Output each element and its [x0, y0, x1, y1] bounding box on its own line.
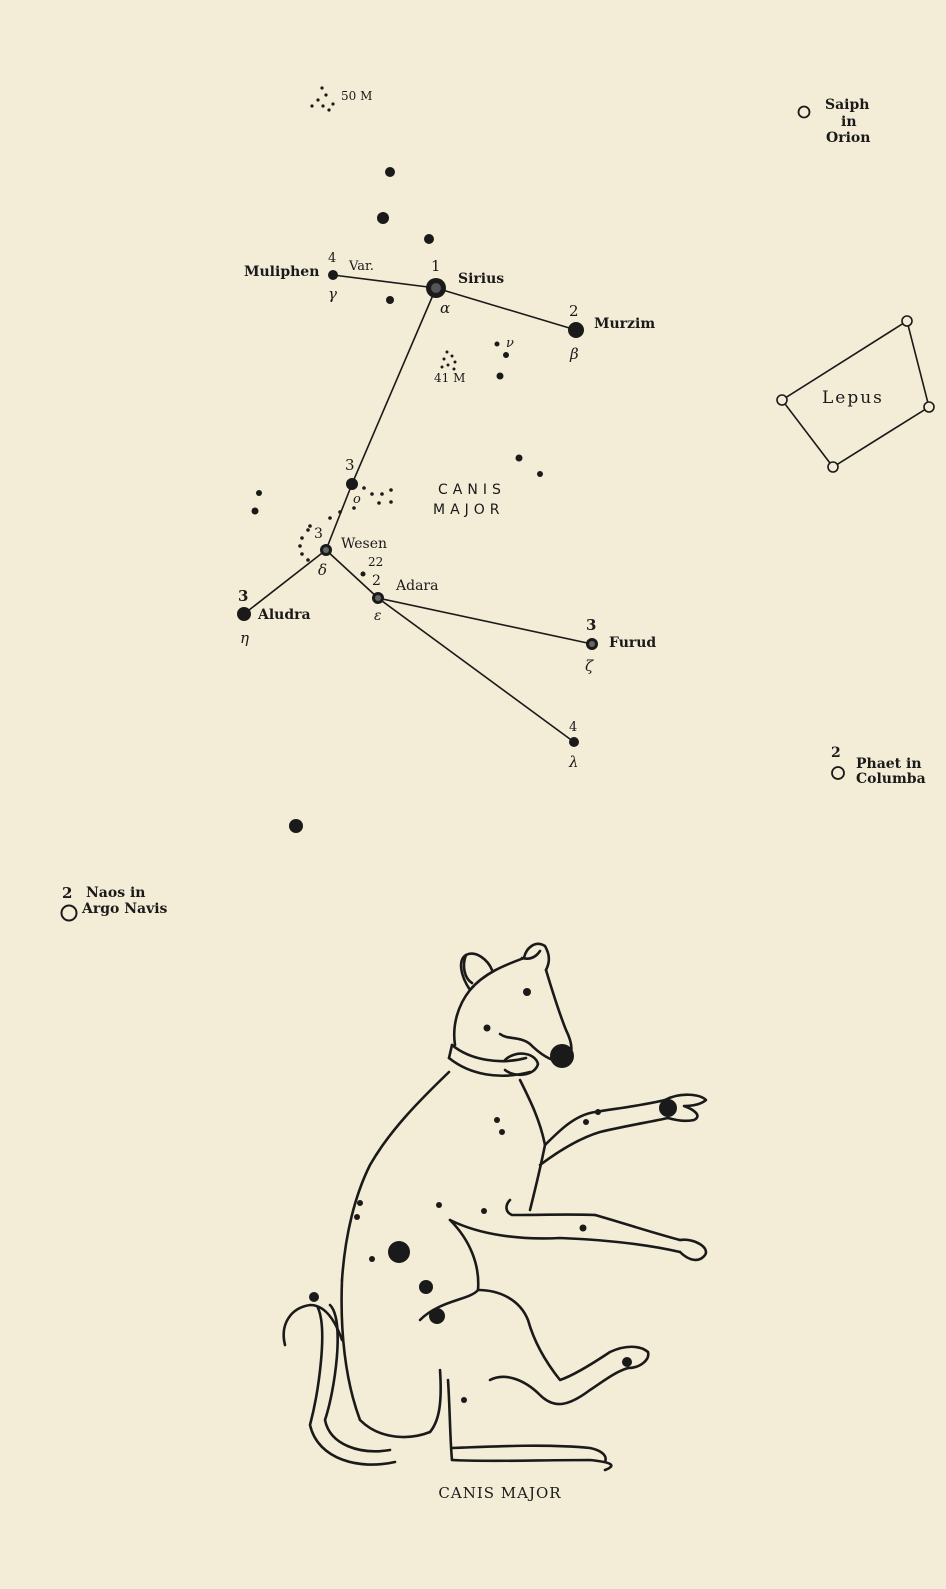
label-wesen: Wesen: [341, 536, 387, 552]
mag-phaet: 2: [831, 745, 841, 761]
label-sirius: Sirius: [458, 271, 504, 287]
greek-lambda: λ: [568, 753, 579, 771]
mag-furud: 3: [586, 616, 596, 634]
star-muliphen: [328, 270, 338, 280]
label-lepus: Lepus: [822, 388, 884, 408]
greek-muliphen: γ: [328, 285, 337, 303]
mag-omicron: 3: [345, 456, 355, 474]
label-naos-2: Argo Navis: [81, 901, 168, 917]
label-star-22: 22: [368, 555, 383, 569]
greek-sirius: α: [440, 299, 450, 317]
constellation-label-line2: MAJOR: [433, 502, 505, 518]
mag-adara: 2: [372, 573, 381, 589]
greek-nu: ν: [506, 336, 514, 351]
star-aludra: [237, 607, 251, 621]
cluster-m50: [310, 86, 335, 112]
mag-muliphen: 4: [328, 251, 336, 266]
caption: CANIS MAJOR: [438, 1484, 561, 1502]
label-var: Var.: [348, 259, 374, 274]
greek-adara: ε: [374, 608, 382, 624]
greek-furud: ζ: [585, 657, 594, 675]
field-stars: [251, 167, 543, 833]
star-naos: [60, 904, 78, 922]
label-muliphen: Muliphen: [244, 264, 319, 280]
label-saiph-3: Orion: [826, 130, 870, 146]
cluster-m41-label: 41 M: [434, 371, 465, 385]
label-saiph-1: Saiph: [825, 97, 869, 113]
mag-lambda: 4: [569, 720, 577, 735]
star-phaet: [831, 766, 845, 780]
dog-figure: [282, 942, 708, 1472]
label-saiph-2: in: [841, 114, 857, 130]
label-phaet-1: Phaet in: [856, 756, 922, 772]
label-naos-1: Naos in: [86, 885, 145, 901]
mag-aludra: 3: [238, 587, 248, 605]
constellation-lines: [243, 274, 593, 743]
label-adara: Adara: [395, 578, 438, 594]
star-lambda: [569, 737, 579, 747]
greek-wesen: δ: [318, 561, 327, 579]
named-stars: [237, 270, 598, 747]
mag-murzim: 2: [569, 302, 579, 320]
dotted-cluster-omicron: [298, 486, 393, 562]
greek-aludra: η: [240, 629, 249, 647]
label-aludra: Aludra: [257, 607, 311, 623]
greek-omicron: o: [353, 492, 361, 507]
cluster-m41: [440, 350, 457, 371]
mag-wesen: 3: [314, 526, 323, 542]
label-furud: Furud: [609, 635, 656, 651]
mag-naos: 2: [62, 884, 72, 902]
cluster-m50-label: 50 M: [341, 89, 372, 103]
star-murzim: [568, 322, 584, 338]
lepus-figure: [776, 315, 935, 473]
dog-stars: [309, 988, 677, 1403]
label-phaet-2: Columba: [856, 771, 926, 787]
constellation-label-line1: CANIS: [438, 482, 506, 498]
greek-murzim: β: [569, 345, 579, 363]
label-murzim: Murzim: [594, 316, 655, 332]
mag-sirius: 1: [431, 257, 441, 275]
star-saiph: [797, 105, 811, 119]
star-omicron: [346, 478, 358, 490]
